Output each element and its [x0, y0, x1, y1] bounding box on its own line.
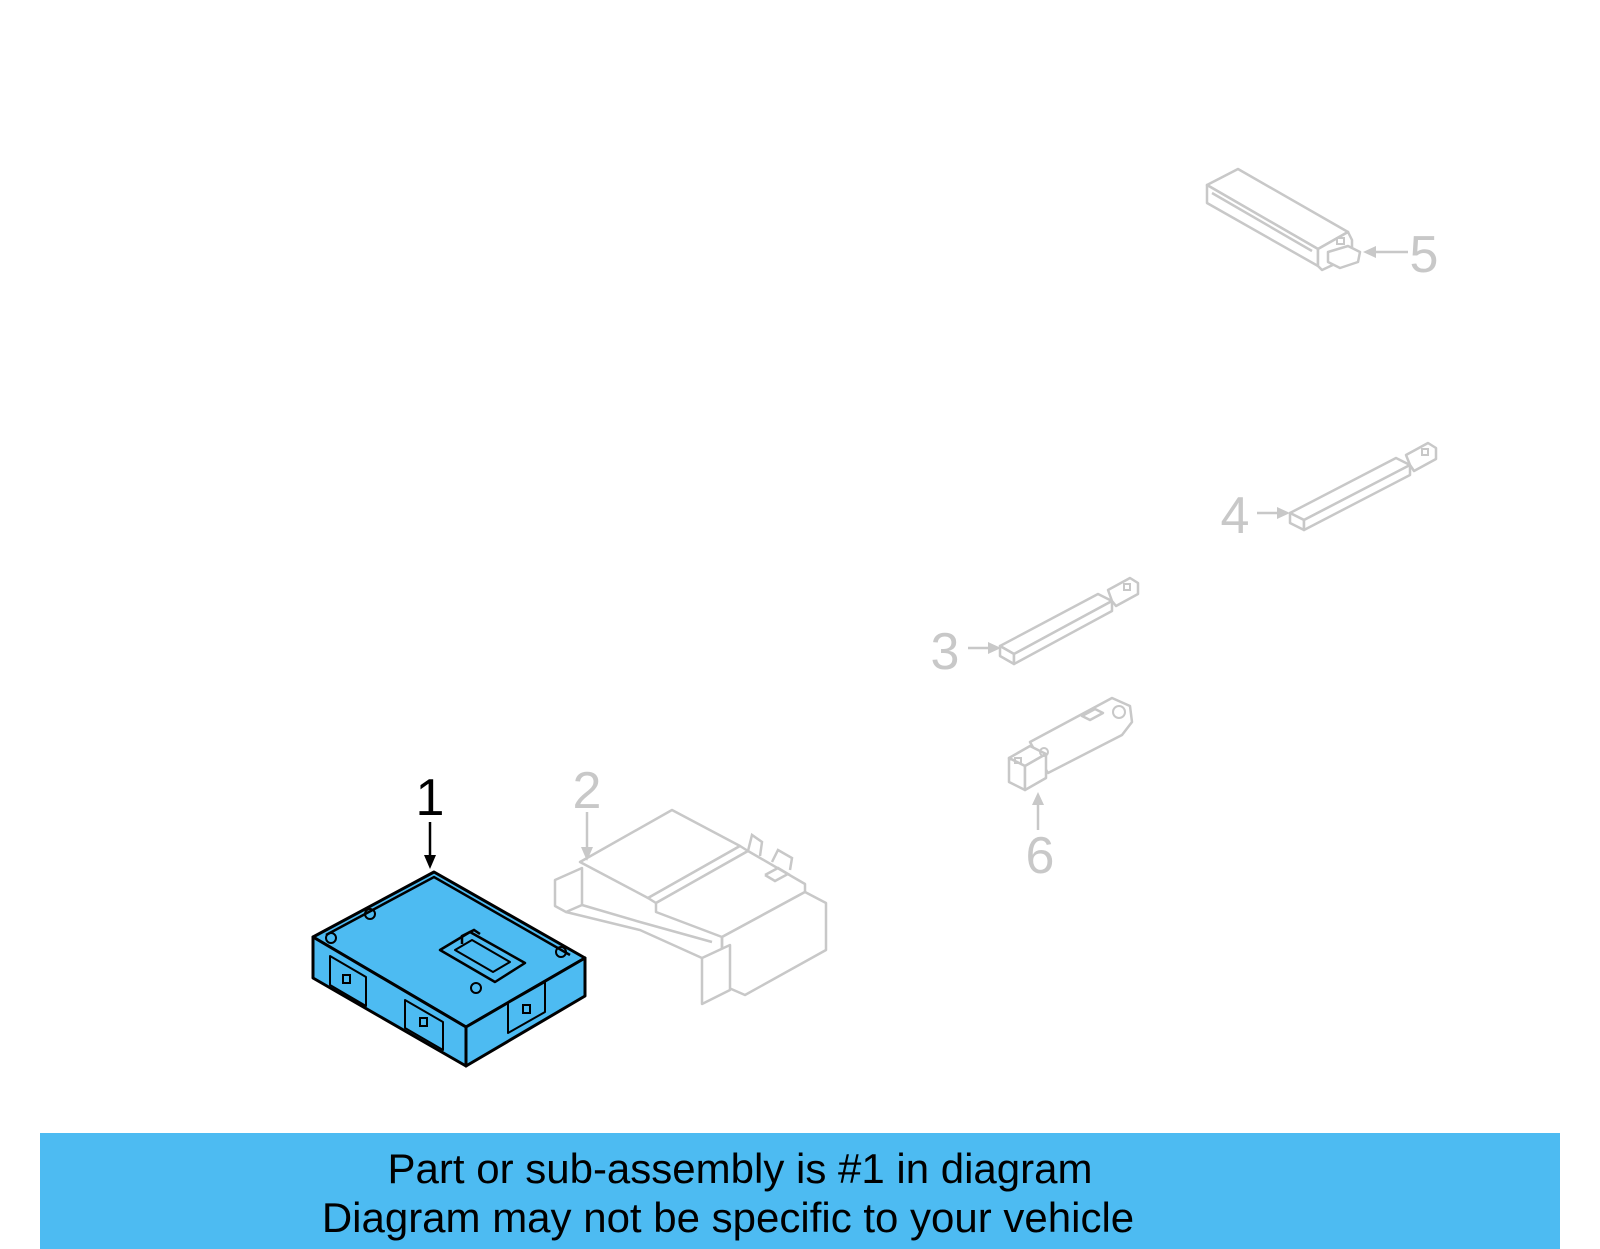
callout-2-label: 2: [573, 762, 602, 820]
callout-6: 6: [1026, 792, 1055, 885]
callout-1: 1: [416, 769, 445, 869]
callout-3: 3: [931, 623, 1001, 681]
part-3-antenna: [998, 576, 1140, 666]
part-6-clip: [1007, 696, 1134, 792]
part-4-antenna: [1288, 441, 1438, 532]
callout-3-label: 3: [931, 623, 960, 681]
callout-4-label: 4: [1221, 487, 1250, 545]
callout-5-label: 5: [1410, 226, 1439, 284]
part-2-bracket: [553, 808, 828, 1006]
banner-line-1: Part or sub-assembly is #1 in diagram: [388, 1145, 1093, 1192]
info-banner: Part or sub-assembly is #1 in diagram Di…: [40, 1133, 1560, 1249]
callout-6-label: 6: [1026, 827, 1055, 885]
callout-4: 4: [1221, 487, 1290, 545]
callout-1-label: 1: [416, 769, 445, 827]
callout-5: 5: [1363, 226, 1438, 284]
banner-background: [40, 1133, 1560, 1249]
callout-2: 2: [573, 762, 602, 861]
part-1-module: [311, 870, 587, 1068]
banner-line-2: Diagram may not be specific to your vehi…: [322, 1194, 1134, 1241]
part-5-antenna: [1205, 167, 1362, 272]
